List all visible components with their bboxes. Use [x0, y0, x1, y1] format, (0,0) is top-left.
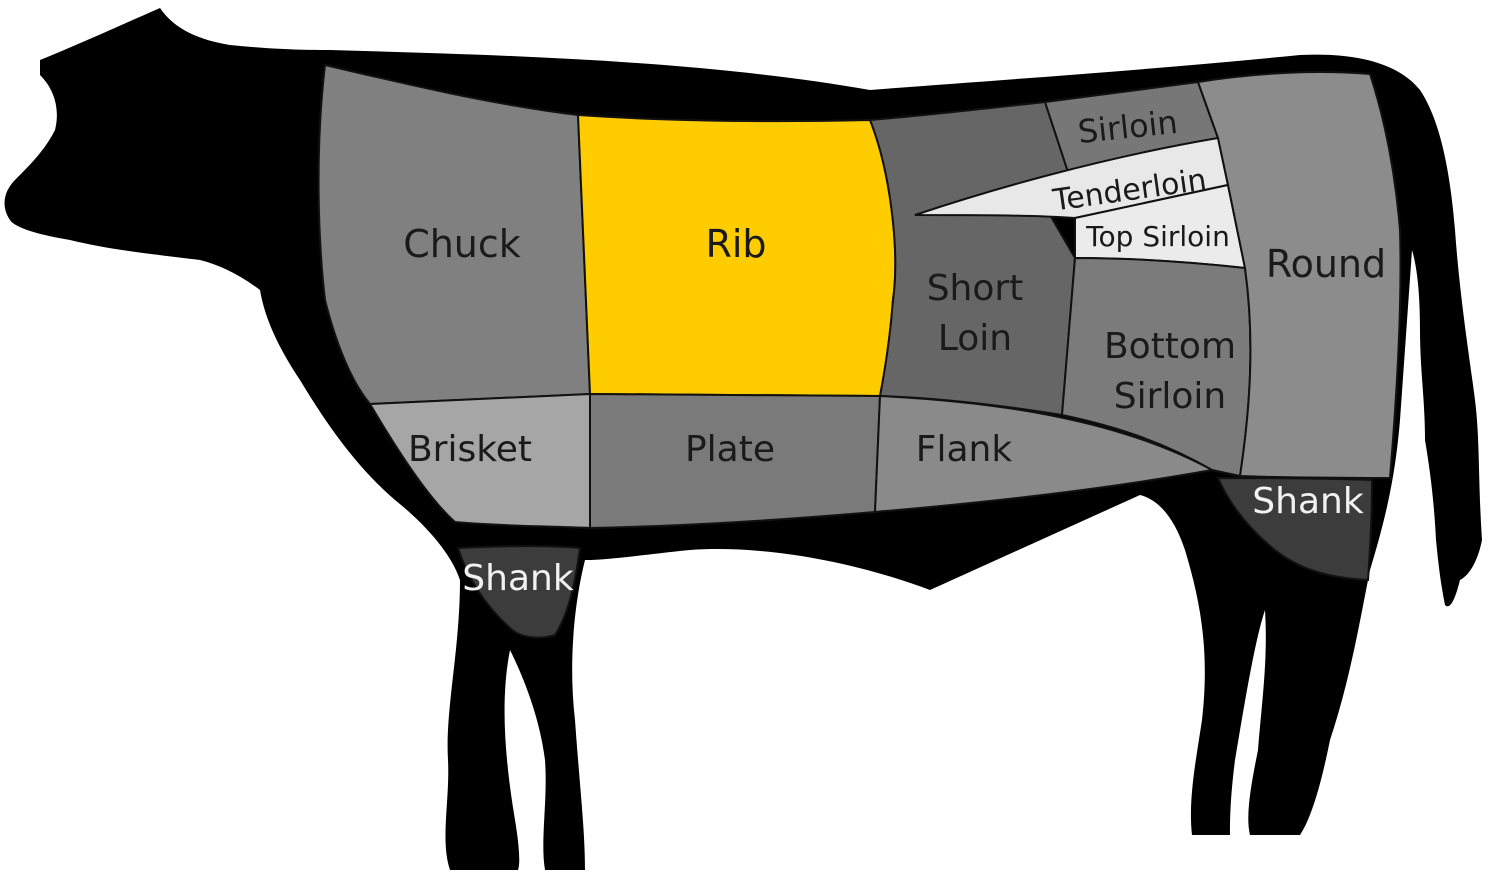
- hind-shank-region[interactable]: [1216, 476, 1374, 582]
- round-region[interactable]: [1196, 71, 1402, 480]
- hind-shank-label: Shank: [1252, 481, 1364, 522]
- bottom-sirloin-label-line1: Bottom: [1104, 326, 1236, 367]
- short-loin-label-line1: Short: [927, 268, 1024, 309]
- flank-label: Flank: [916, 429, 1013, 470]
- bottom-sirloin-label-line2: Sirloin: [1114, 376, 1227, 417]
- plate-label: Plate: [685, 429, 775, 470]
- chuck-label: Chuck: [403, 222, 521, 266]
- plate-region[interactable]: [589, 392, 882, 530]
- brisket-label: Brisket: [408, 429, 532, 470]
- front-shank-label: Shank: [462, 558, 574, 599]
- short-loin-label-line2: Loin: [938, 318, 1012, 359]
- round-label: Round: [1266, 242, 1386, 286]
- top-sirloin-label: Top Sirloin: [1085, 220, 1230, 253]
- front-shank-region[interactable]: [456, 545, 582, 639]
- brisket-region[interactable]: [368, 392, 591, 530]
- short-loin-region[interactable]: [868, 100, 1077, 417]
- flank-region[interactable]: [873, 394, 1215, 514]
- rib-label: Rib: [705, 222, 766, 266]
- chuck-region[interactable]: [317, 63, 592, 406]
